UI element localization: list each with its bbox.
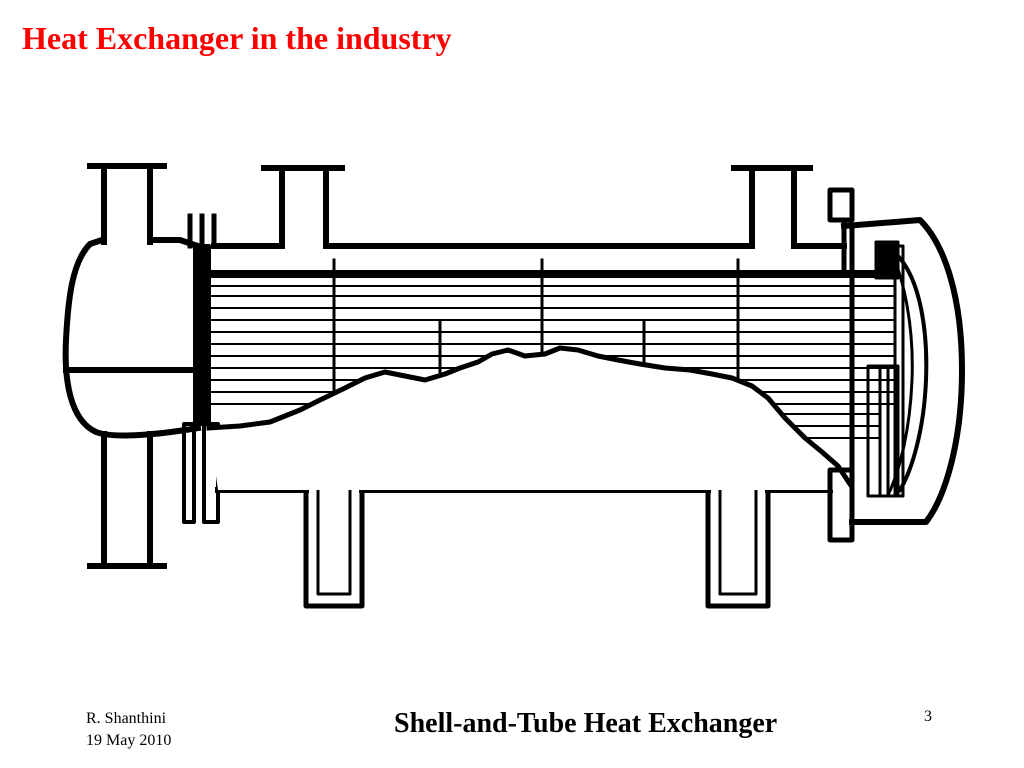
diagram-caption: Shell-and-Tube Heat Exchanger: [394, 708, 778, 739]
slide-title: Heat Exchanger in the industry: [22, 20, 452, 56]
right-shell-cover: [840, 217, 965, 525]
page-number: 3: [924, 708, 932, 725]
left-bottom-nozzle: [87, 431, 167, 569]
right-floating-head: [827, 187, 929, 543]
saddle-support-right: [705, 463, 771, 609]
left-channel-head: [62, 236, 202, 439]
cutaway-edge: [206, 345, 854, 488]
saddle-support-left: [303, 463, 365, 609]
left-tubesheet: [182, 213, 220, 524]
footer-author: R. Shanthini: [86, 710, 167, 727]
cutaway-section: [209, 348, 854, 490]
baffles: [332, 258, 740, 398]
footer-author-block: R. Shanthini 19 May 2010: [86, 708, 171, 752]
footer-date: 19 May 2010: [86, 732, 172, 749]
shell-inlet-nozzle: [261, 165, 345, 249]
left-top-nozzle: [87, 163, 167, 245]
shell-outlet-nozzle: [731, 165, 813, 249]
tube-bundle: [208, 270, 896, 439]
